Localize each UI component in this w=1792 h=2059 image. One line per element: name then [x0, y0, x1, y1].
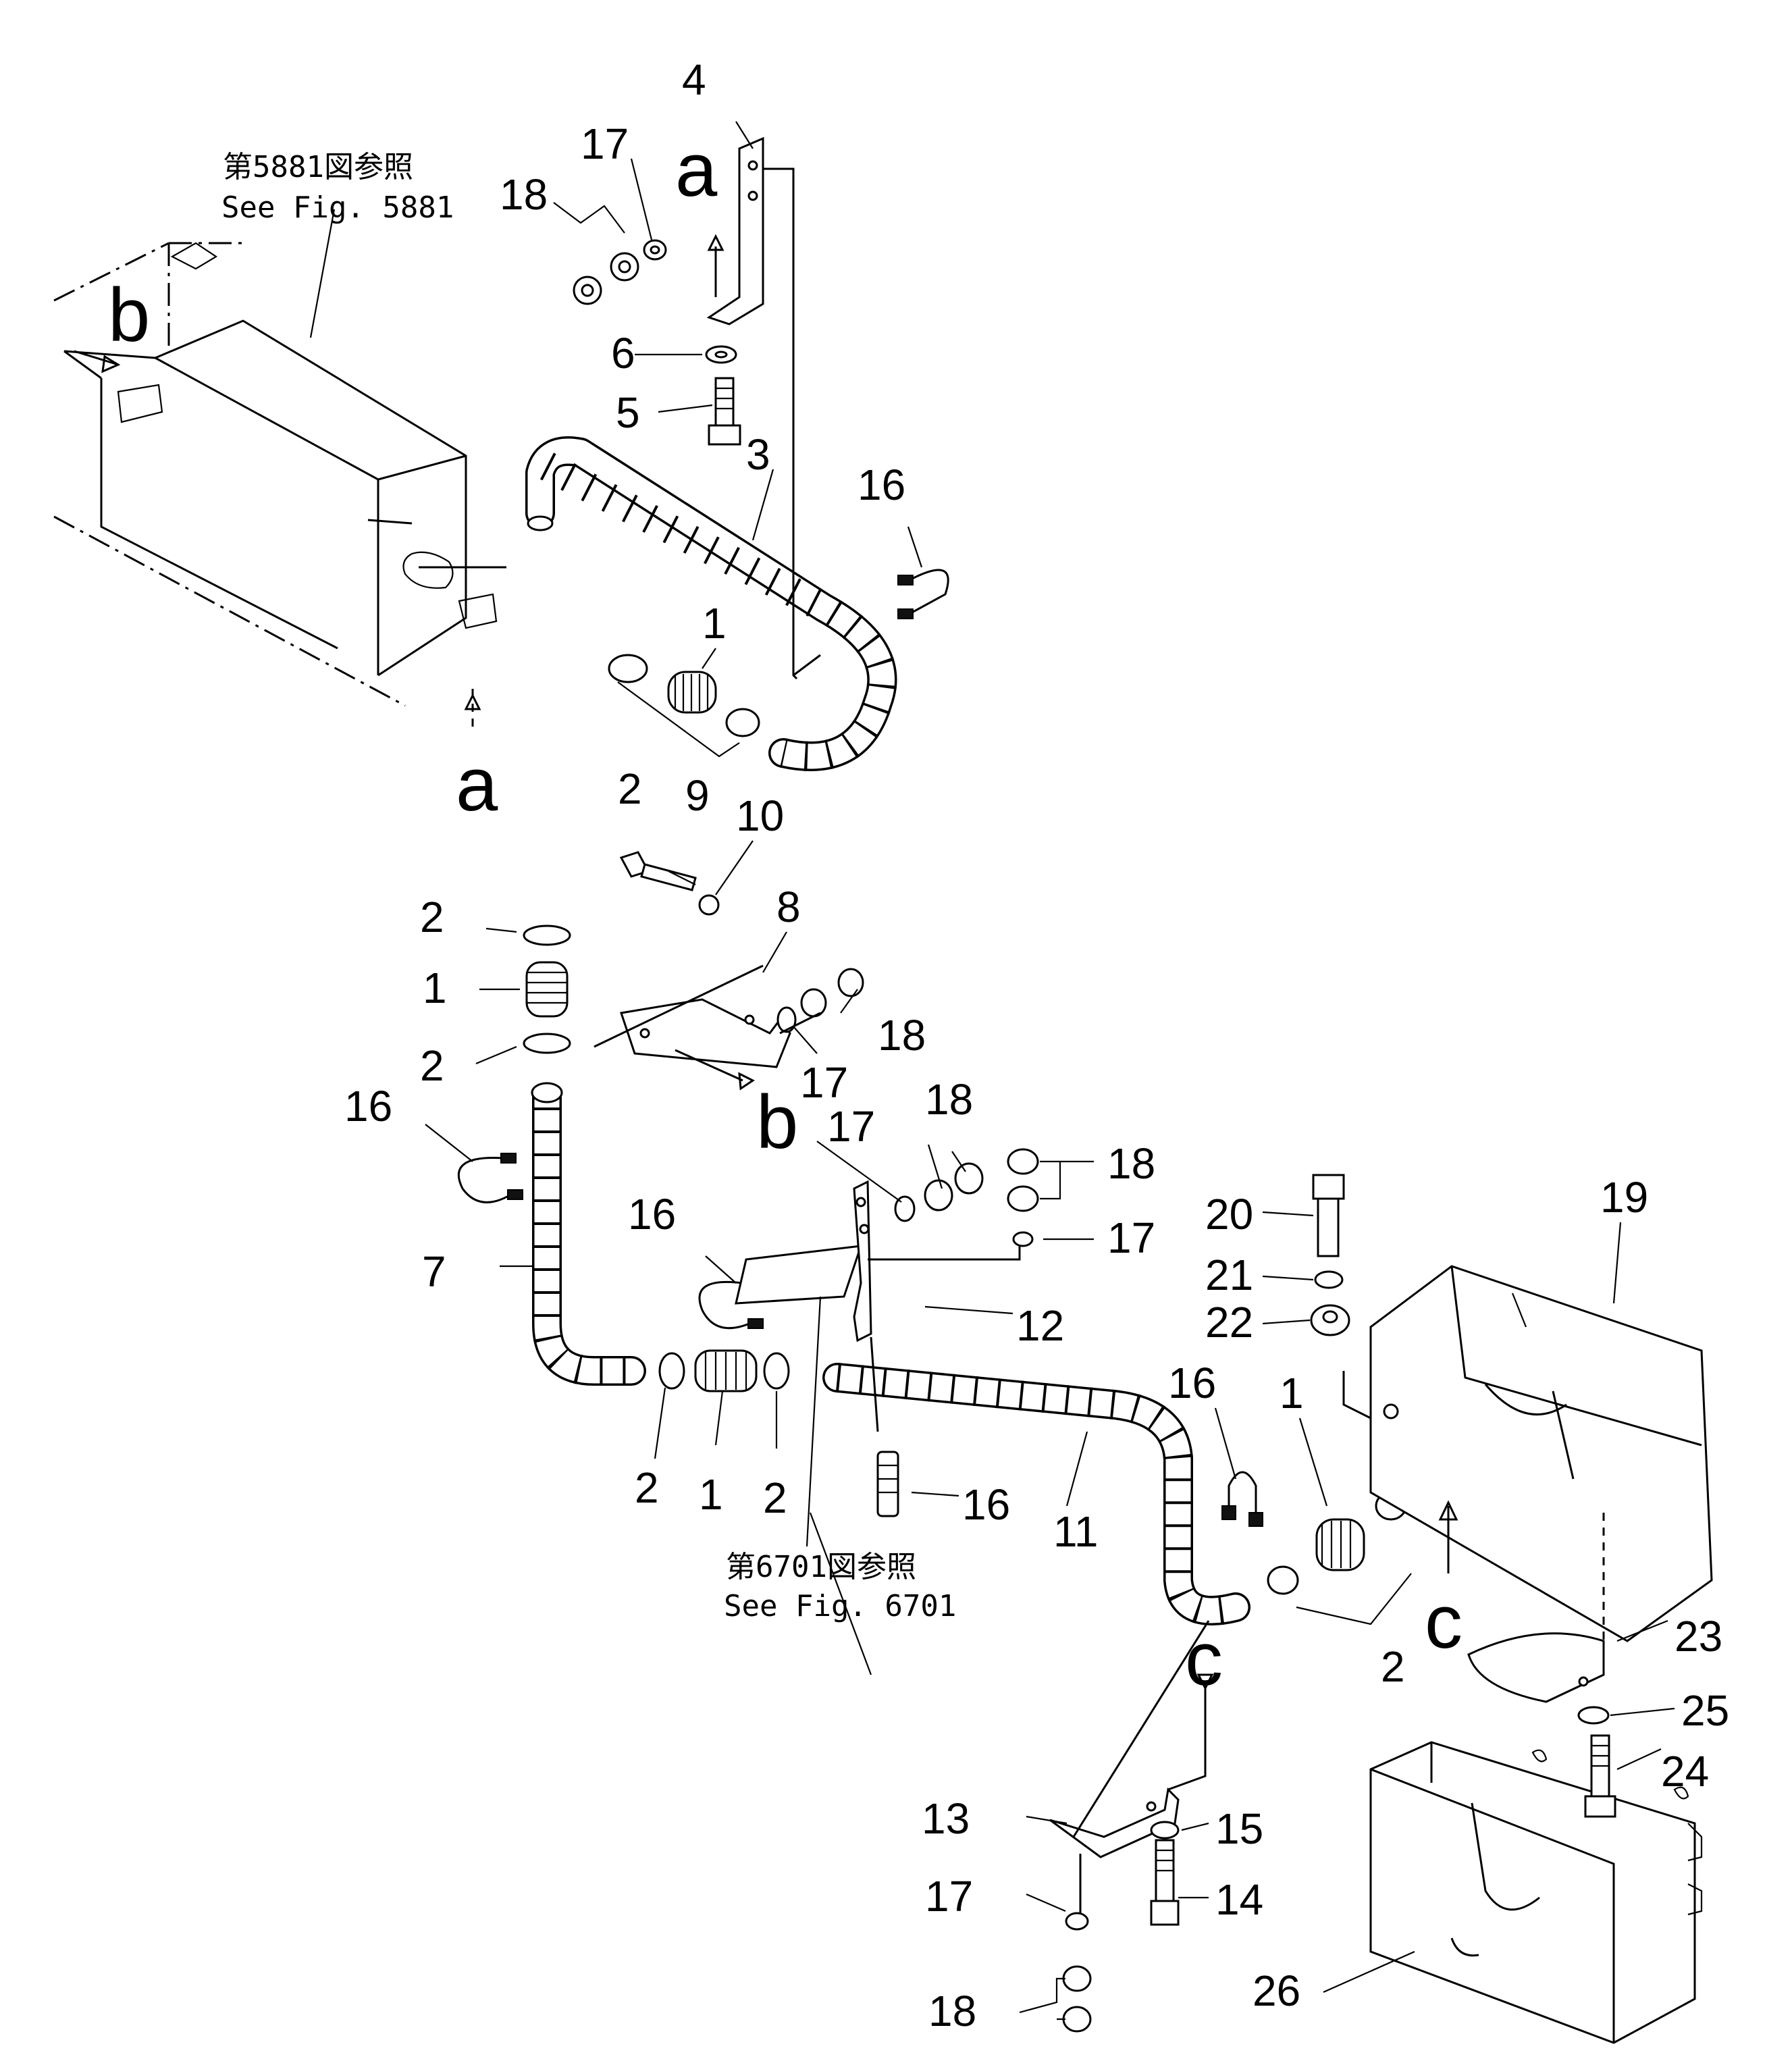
callout-18-right: 18 [925, 1075, 973, 1124]
callout-18-mid: 18 [878, 1011, 926, 1060]
bracket-8 [594, 964, 791, 1091]
callout-18-top: 18 [500, 170, 548, 219]
view-label-c-left: c [1185, 1617, 1223, 1701]
callout-16-top: 16 [858, 461, 905, 509]
bracket-4 [706, 136, 821, 680]
callout-15: 15 [1215, 1804, 1263, 1853]
connector-set-mid [658, 1349, 790, 1392]
callout-26: 26 [1253, 1966, 1300, 2015]
callout-16-left: 16 [344, 1082, 392, 1130]
callout-1-top: 1 [702, 599, 727, 648]
note-fig-6701: 第6701図参照 See Fig. 6701 [724, 1550, 956, 1623]
bracket-12 [735, 1180, 1021, 1432]
note-fig-5881: 第5881図参照 See Fig. 5881 [221, 150, 454, 225]
bracket-13 [1049, 1620, 1214, 1918]
callout-1-left: 1 [423, 964, 447, 1012]
leader-lines [309, 121, 1675, 2021]
callout-5: 5 [616, 388, 640, 437]
svg-text:第6701図参照: 第6701図参照 [726, 1550, 916, 1584]
callout-11: 11 [1053, 1507, 1098, 1556]
view-arrow-b [74, 350, 121, 373]
callout-18-side: 18 [1107, 1139, 1155, 1188]
callout-2-mid-b: 2 [763, 1474, 787, 1522]
connector-set-upper [608, 654, 760, 737]
u-bolt-right [1221, 1471, 1263, 1527]
lower-hose-7 [531, 1082, 646, 1386]
nuts-18-bottom [1062, 1965, 1092, 2033]
callout-2-left-b: 2 [420, 1041, 444, 1090]
svg-text:第5881図参照: 第5881図参照 [223, 150, 413, 184]
connector-set-left [523, 924, 571, 1054]
upper-hose-3 [525, 436, 897, 771]
callout-2-top: 2 [618, 764, 642, 813]
u-bolt-upper [897, 569, 949, 619]
callout-19: 19 [1600, 1173, 1648, 1222]
bolt-9 [619, 851, 720, 916]
callout-8: 8 [776, 883, 801, 931]
callout-18-bottom: 18 [928, 1987, 976, 2035]
callout-3: 3 [746, 430, 770, 479]
bolt-20 [1312, 1174, 1345, 1257]
callout-17-side: 17 [1107, 1214, 1155, 1262]
u-bolt-left [458, 1153, 523, 1203]
callout-4: 4 [682, 55, 706, 104]
callout-7: 7 [422, 1247, 446, 1296]
callout-16-right: 16 [1168, 1359, 1216, 1407]
callout-22: 22 [1205, 1298, 1253, 1347]
callout-10: 10 [736, 791, 784, 840]
callout-17-mid: 17 [800, 1058, 848, 1107]
view-arrow-a [464, 689, 481, 729]
callout-2-mid-a: 2 [635, 1463, 659, 1512]
washer-17-bottom [1065, 1912, 1089, 1931]
callout-1-mid: 1 [699, 1470, 723, 1519]
svg-text:See Fig. 6701: See Fig. 6701 [724, 1589, 956, 1623]
callout-17-right: 17 [827, 1102, 875, 1151]
hose-11 [822, 1363, 1250, 1625]
callout-17-top: 17 [581, 120, 629, 168]
callout-23: 23 [1675, 1612, 1722, 1661]
callout-12: 12 [1016, 1301, 1064, 1350]
bolt-14 [1150, 1839, 1180, 1926]
callout-17-bottom: 17 [925, 1872, 973, 1921]
view-label-a-top: a [675, 128, 718, 212]
callout-25: 25 [1681, 1686, 1729, 1735]
callout-16-mid: 16 [628, 1190, 676, 1239]
callout-16-bottom: 16 [962, 1480, 1010, 1529]
view-arrow-c [1438, 1500, 1458, 1573]
washer-15 [1150, 1821, 1180, 1840]
callout-6: 6 [611, 329, 635, 377]
bolt-24 [1584, 1734, 1616, 1818]
plate-23 [1467, 1632, 1605, 1703]
grommet-22 [1310, 1304, 1350, 1336]
cover-26 [1369, 1741, 1703, 2044]
nuts-18-top [573, 239, 667, 305]
nuts-18-right [894, 1148, 1039, 1247]
svg-text:See Fig. 5881: See Fig. 5881 [221, 190, 454, 225]
view-label-b-left: b [108, 273, 150, 357]
callout-20: 20 [1205, 1190, 1253, 1239]
callout-2-left-a: 2 [420, 893, 444, 941]
view-label-c-right: c [1425, 1580, 1462, 1664]
callout-24: 24 [1661, 1747, 1709, 1796]
callout-9: 9 [685, 771, 710, 820]
view-label-b-mid: b [756, 1080, 798, 1164]
view-label-a-bottom: a [456, 742, 498, 827]
washer-6 [705, 345, 737, 364]
washer-21 [1314, 1270, 1344, 1289]
cover-19 [1342, 1265, 1713, 1675]
callout-13: 13 [922, 1794, 970, 1843]
callout-1-right: 1 [1280, 1369, 1304, 1417]
radiator-tank-assembly [53, 242, 506, 707]
washer-25 [1577, 1706, 1610, 1725]
u-bolt-bottom [876, 1451, 899, 1517]
callout-14: 14 [1215, 1875, 1263, 1924]
callout-2-right: 2 [1381, 1642, 1405, 1691]
callout-21: 21 [1205, 1251, 1253, 1299]
bolt-5 [708, 377, 741, 446]
